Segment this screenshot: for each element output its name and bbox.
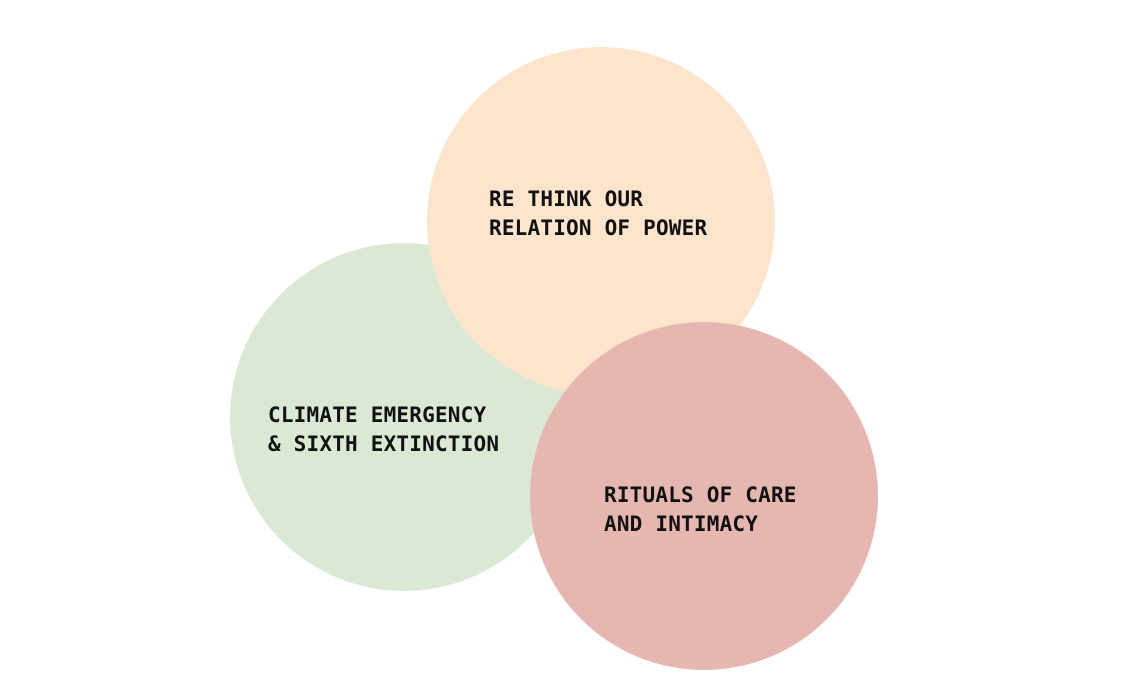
relation-of-power-label-line-2: RELATION OF POWER bbox=[489, 216, 708, 240]
climate-emergency-label-line-2: & SIXTH EXTINCTION bbox=[268, 432, 500, 456]
rituals-of-care-label-line-2: AND INTIMACY bbox=[604, 512, 759, 536]
relation-of-power-label: RE THINK OUR RELATION OF POWER bbox=[489, 185, 707, 243]
rituals-of-care-label: RITUALS OF CARE AND INTIMACY bbox=[604, 481, 797, 539]
rituals-of-care-label-line-1: RITUALS OF CARE bbox=[604, 483, 797, 507]
climate-emergency-label: CLIMATE EMERGENCY & SIXTH EXTINCTION bbox=[268, 401, 499, 459]
climate-emergency-label-line-1: CLIMATE EMERGENCY bbox=[268, 403, 487, 427]
relation-of-power-label-line-1: RE THINK OUR bbox=[489, 187, 644, 211]
rituals-of-care-circle bbox=[530, 322, 878, 670]
